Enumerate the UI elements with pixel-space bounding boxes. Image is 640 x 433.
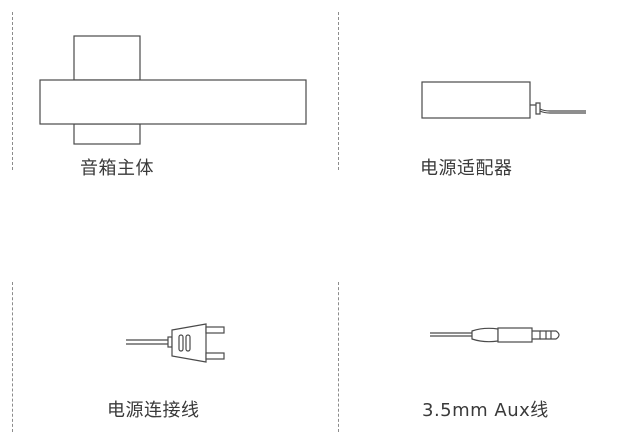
item-label-adapter: 电源适配器 bbox=[420, 158, 513, 179]
divider-top-middle bbox=[338, 12, 339, 170]
item-label-speaker: 音箱主体 bbox=[80, 158, 154, 179]
item-label-power-cord: 电源连接线 bbox=[107, 400, 200, 421]
item-label-aux-cable: 3.5mm Aux线 bbox=[422, 400, 549, 421]
speaker-body-icon bbox=[39, 35, 307, 145]
divider-bottom-left bbox=[12, 282, 13, 432]
power-cord-plug-icon bbox=[126, 323, 225, 363]
aux-cable-icon bbox=[430, 327, 560, 343]
divider-bottom-middle bbox=[338, 282, 339, 432]
power-adapter-icon bbox=[421, 81, 586, 119]
divider-top-left bbox=[12, 12, 13, 170]
